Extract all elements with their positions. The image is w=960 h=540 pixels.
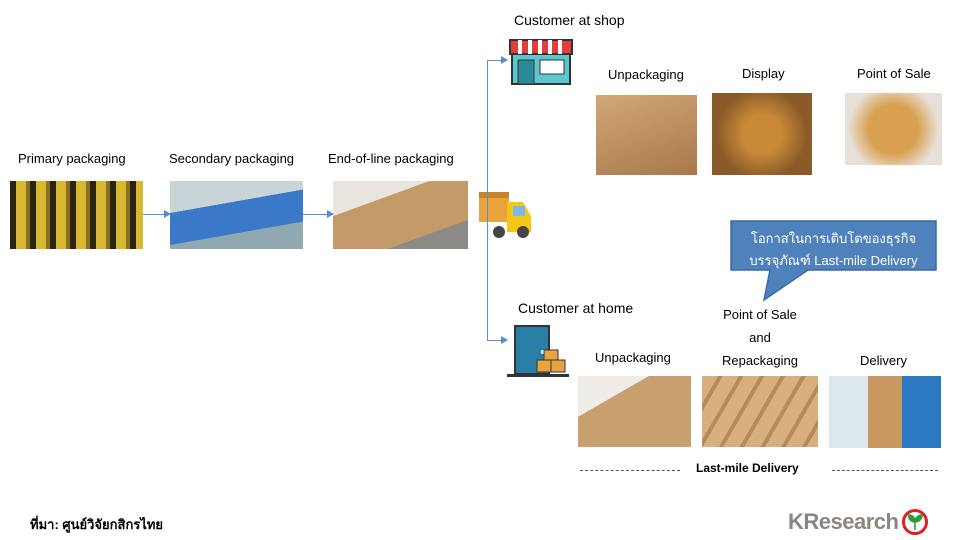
customer-at-shop-title: Customer at shop [514,12,625,28]
arrow-secondary-to-end [303,210,334,218]
home-step-delivery: Delivery [860,353,907,368]
customer-at-home-title: Customer at home [518,300,634,316]
arrow-primary-to-secondary [143,210,171,218]
delivery-photo [829,376,941,448]
pos-line: Point of Sale [723,307,797,322]
primary-packaging-photo [10,181,143,249]
cardboard-box-photo [596,95,697,175]
home-unpackaging-photo [578,376,691,447]
dashed-line-right [832,470,938,471]
display-muffins-photo [712,93,812,175]
label-end-of-line-packaging: End-of-line packaging [328,151,454,166]
label-primary-packaging: Primary packaging [18,151,126,166]
logo-text: KResearch [788,509,899,534]
kresearch-logo: KResearch [788,508,929,536]
dashed-line-left [580,470,680,471]
callout-line-1: โอกาสในการเติบโตของธุรกิจ [750,231,917,246]
arrow-to-shop [487,56,508,64]
delivery-truck-icon [479,192,531,238]
callout-bubble [730,220,937,302]
shop-step-unpackaging: Unpackaging [608,67,684,82]
end-of-line-packaging-photo [333,181,468,249]
point-of-sale-muffins-photo [845,93,942,165]
home-step-pos-repackaging: Point of Sale and Repackaging [700,303,820,372]
branch-line [487,60,488,341]
shop-icon [509,39,573,85]
arrow-to-home [487,336,508,344]
kasikorn-leaf-icon [902,509,929,535]
shop-step-point-of-sale: Point of Sale [857,66,931,81]
shop-step-display: Display [742,66,785,81]
secondary-packaging-photo [170,181,303,249]
source-text: ที่มา: ศูนย์วิจัยกสิกรไทย [30,517,164,532]
home-door-icon [507,325,569,377]
repackaging-photo [702,376,818,447]
home-step-unpackaging: Unpackaging [595,350,671,365]
label-secondary-packaging: Secondary packaging [169,151,295,166]
and-line: and [749,330,771,345]
last-mile-delivery-label: Last-mile Delivery [696,461,799,475]
callout-text: โอกาสในการเติบโตของธุรกิจ บรรจุภัณฑ์ Las… [731,228,936,272]
repackaging-line: Repackaging [722,353,798,368]
callout-line-2: บรรจุภัณฑ์ Last-mile Delivery [749,253,918,268]
